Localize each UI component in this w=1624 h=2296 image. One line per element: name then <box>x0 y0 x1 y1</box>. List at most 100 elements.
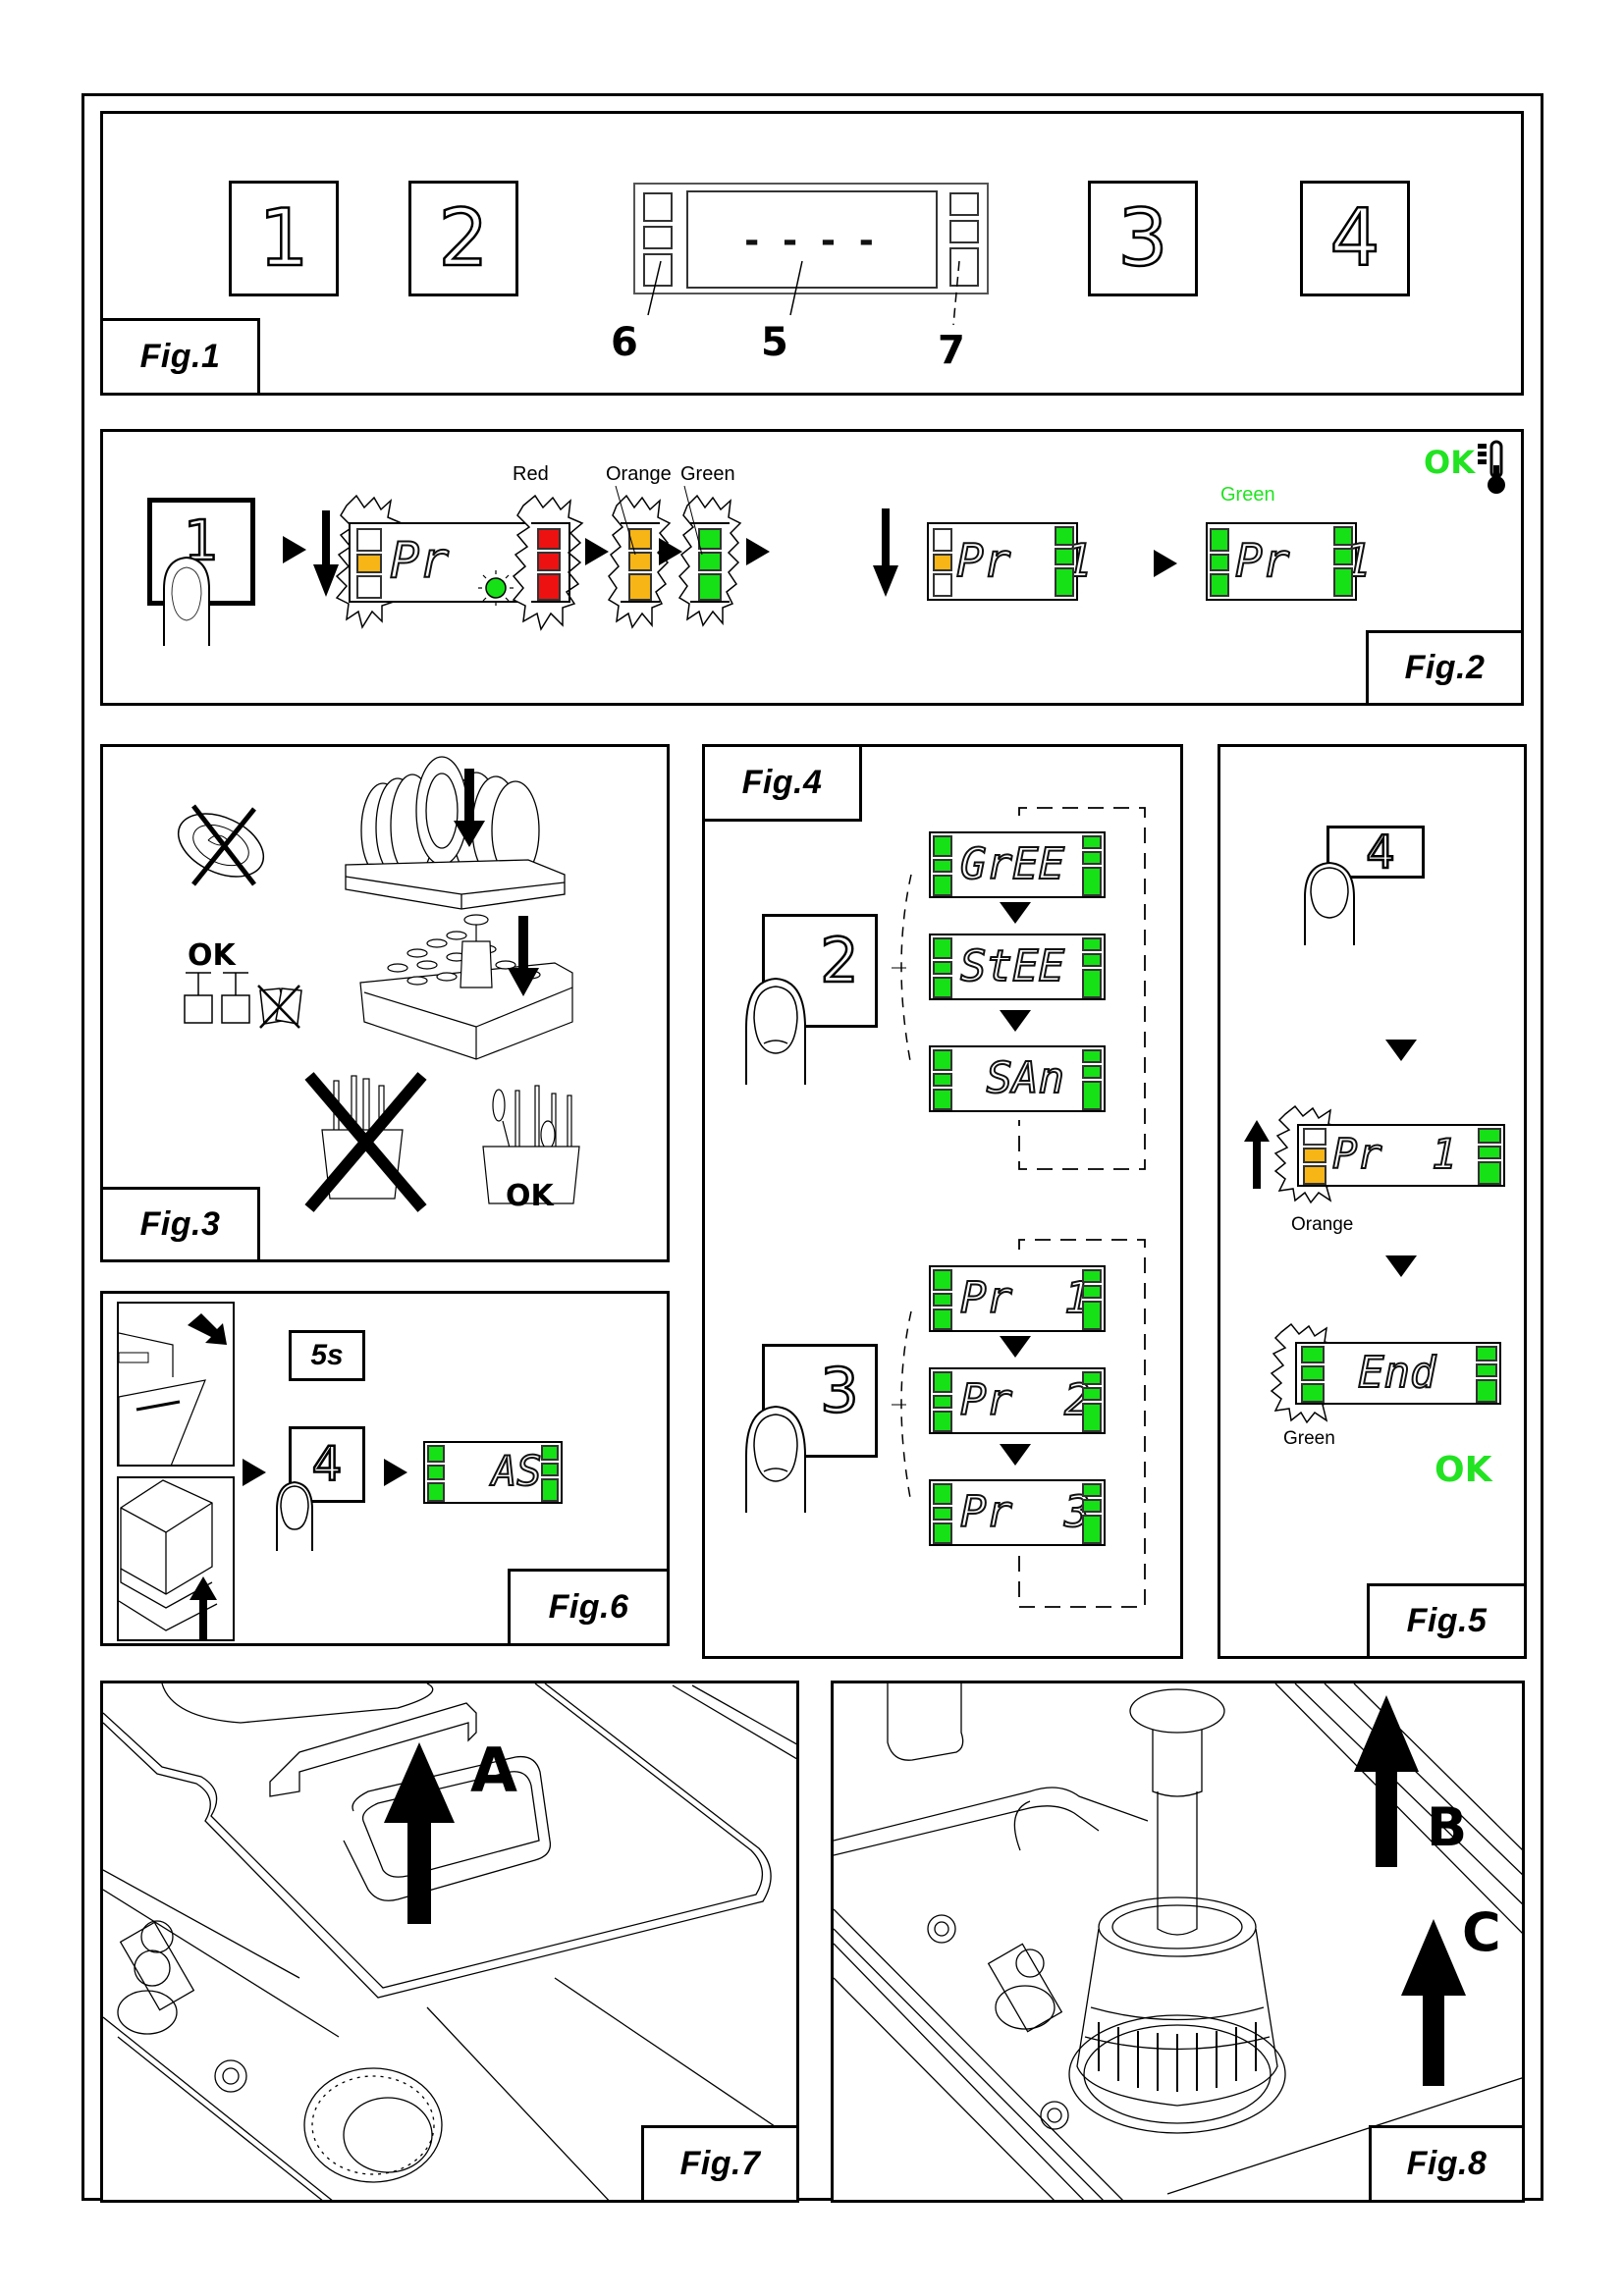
fig1-control-display: - - - - <box>633 183 989 294</box>
led-right-2 <box>1082 1499 1102 1513</box>
display-text: Pr 1 <box>1331 1130 1457 1178</box>
led-right-3 <box>1082 867 1102 896</box>
arrow-label-a: A <box>470 1735 517 1806</box>
cutlery-correct-icon <box>482 1085 580 1204</box>
dishwasher-door-icon <box>119 1313 227 1465</box>
led-left-3 <box>1210 573 1229 597</box>
led-slot-left-3 <box>643 253 673 287</box>
fig7-label: Fig.7 <box>641 2125 796 2200</box>
fig4-panel: Fig.4 2 GrEE StEE SAn <box>702 744 1183 1659</box>
led-left-1 <box>933 528 952 552</box>
arrow-right-icon <box>384 1459 407 1486</box>
led-left-1 <box>933 1371 952 1393</box>
led-left-1 <box>1301 1346 1325 1363</box>
led-orange-1 <box>628 528 652 550</box>
led-right-1 <box>1055 526 1074 546</box>
led-right-2 <box>1476 1363 1497 1377</box>
led-left-3 <box>933 977 952 998</box>
led-left-3 <box>933 1411 952 1432</box>
label-orange: Orange <box>1291 1214 1354 1235</box>
led-green-2 <box>698 552 722 571</box>
red-led-group <box>531 522 570 603</box>
led-left-2 <box>933 961 952 975</box>
display-text: Pr 1 <box>959 1273 1091 1323</box>
cutlery-wrong-icon <box>304 1072 427 1212</box>
basket-illustration <box>117 1476 235 1641</box>
finger-icon <box>745 977 806 1085</box>
display-text: StEE <box>959 941 1065 991</box>
fig8-panel: B C Fig.8 <box>831 1681 1525 2203</box>
ok-label: OK <box>1435 1450 1492 1490</box>
finger-icon <box>1304 861 1355 945</box>
arrow-down-icon <box>873 508 898 597</box>
led-slot-left-1 <box>643 192 673 222</box>
leader-line <box>615 485 636 556</box>
led-left-2 <box>1301 1365 1325 1381</box>
led-right-1 <box>1082 1371 1102 1385</box>
arrow-right-icon <box>585 538 609 565</box>
led-slot-right-2 <box>949 220 979 243</box>
key-number: 3 <box>819 1355 860 1426</box>
led-left-1 <box>1210 528 1229 552</box>
led-right-1 <box>1476 1346 1497 1362</box>
thermometer-icon <box>1478 440 1505 494</box>
key-number: 4 <box>1365 826 1396 879</box>
fig3-panel: OK O <box>100 744 670 1262</box>
led-right-2 <box>1082 1065 1102 1079</box>
led-right-2 <box>1082 1387 1102 1401</box>
finger-icon <box>276 1480 313 1551</box>
display-text: Pr 3 <box>959 1487 1091 1537</box>
display-text: AS <box>491 1447 543 1495</box>
callout-6: 6 <box>611 320 638 365</box>
orange-led-group <box>621 522 660 603</box>
arrow-right-icon <box>243 1459 266 1486</box>
led-right-2 <box>1082 1285 1102 1299</box>
label-green: Green <box>680 463 735 485</box>
fig1-key-4: 4 <box>1300 181 1410 296</box>
label-red: Red <box>513 463 549 485</box>
led-left-2 <box>427 1465 445 1480</box>
led-left-2 <box>933 1293 952 1307</box>
led-left-1 <box>933 1483 952 1505</box>
finger-icon <box>745 1405 806 1513</box>
led-left-3 <box>933 1308 952 1330</box>
ok-temperature-label: OK <box>1424 444 1475 481</box>
fig1-key-2: 2 <box>408 181 518 296</box>
led-left-3-orange <box>1303 1165 1326 1185</box>
led-right-3 <box>1082 969 1102 998</box>
led-left-3 <box>1301 1383 1325 1403</box>
plate-with-food-crossed-icon <box>177 804 265 886</box>
led-right-3 <box>1082 1081 1102 1110</box>
led-right-2 <box>1082 953 1102 967</box>
basket-insert-icon <box>119 1479 218 1639</box>
led-left-2 <box>1210 554 1229 571</box>
led-right-1 <box>1478 1128 1501 1144</box>
led-right-1 <box>1082 1483 1102 1497</box>
led-right-2 <box>1082 851 1102 865</box>
led-left-2 <box>933 1073 952 1087</box>
led-right-2 <box>541 1463 559 1476</box>
fig7-panel: A Fig.7 <box>100 1681 799 2203</box>
main-display: - - - - <box>686 190 938 289</box>
fig6-display-as: AS <box>423 1441 563 1504</box>
led-right-2 <box>1333 548 1353 565</box>
display-text: End <box>1357 1348 1436 1398</box>
led-left-3 <box>933 573 952 597</box>
fig1-key-1: 1 <box>229 181 339 296</box>
led-red-3 <box>537 573 561 601</box>
display-text: Pr <box>389 532 450 589</box>
led-right-3 <box>1476 1379 1497 1403</box>
led-left-1 <box>933 835 952 857</box>
led-left-2-orange <box>356 554 382 573</box>
fig4-display-stee: StEE <box>929 934 1106 1000</box>
label-green: Green <box>1283 1428 1335 1449</box>
fig4-display-san: SAn <box>929 1045 1106 1112</box>
display-text: SAn <box>960 1053 1064 1103</box>
led-slot-right-1 <box>949 192 979 216</box>
fig4-display-pr3: Pr 3 <box>929 1479 1106 1546</box>
led-right-1 <box>1333 526 1353 546</box>
glasses-upside-down-icon <box>184 972 302 1029</box>
led-left-3 <box>933 1522 952 1544</box>
led-right-3 <box>1333 567 1353 597</box>
led-left-1 <box>933 1269 952 1291</box>
